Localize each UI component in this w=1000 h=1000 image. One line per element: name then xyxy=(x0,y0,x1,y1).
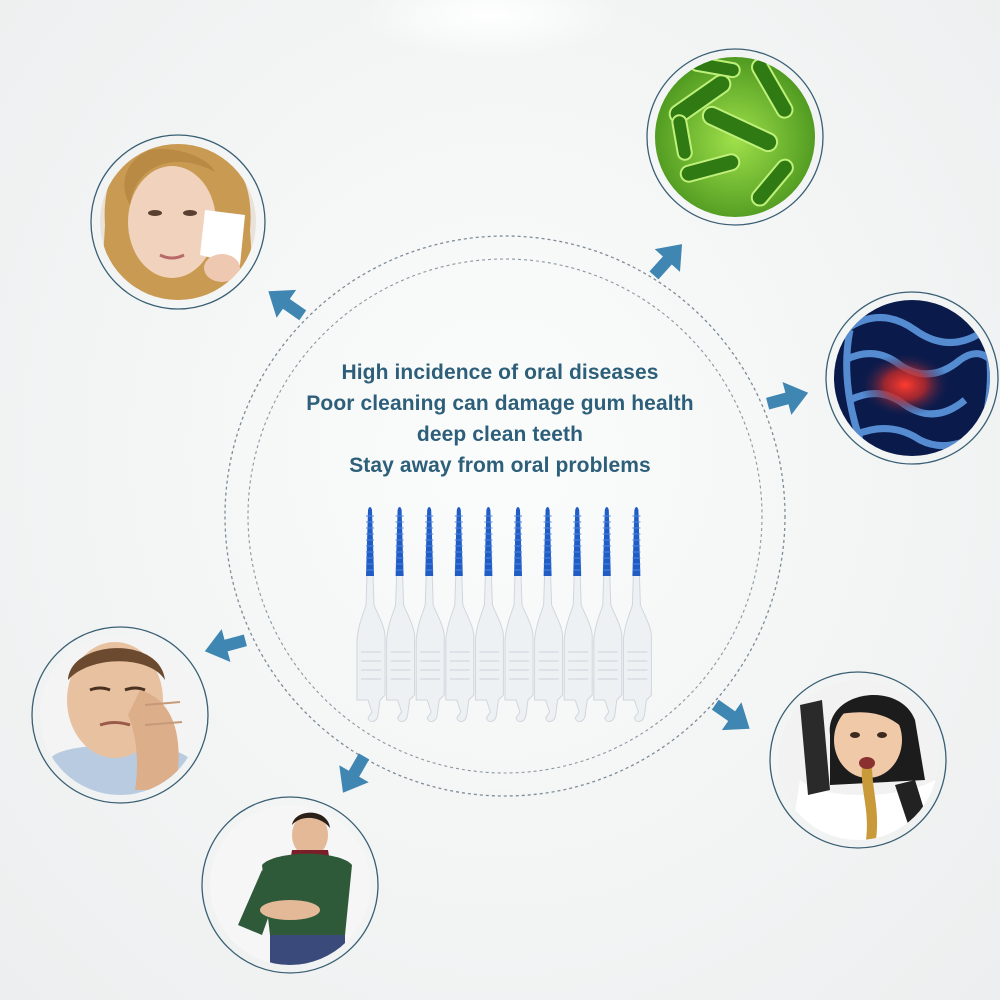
headline-line-4: Stay away from oral problems xyxy=(349,454,651,477)
headline-line-3: deep clean teeth xyxy=(416,423,584,446)
interdental-pick xyxy=(504,507,534,723)
center-ring xyxy=(224,235,786,797)
arrow-to-crying-woman xyxy=(268,289,307,321)
arrow-to-bacteria xyxy=(649,244,683,280)
bad-breath-woman-icon xyxy=(769,671,947,849)
arrow-to-intestine xyxy=(766,382,809,415)
interdental-pick xyxy=(563,507,593,723)
headline-line-1: High incidence of oral diseases xyxy=(341,361,659,384)
interdental-brush-group xyxy=(356,507,652,723)
arrow-to-bad-breath xyxy=(711,699,750,731)
interdental-pick xyxy=(386,507,416,723)
arrow-to-toothache xyxy=(204,629,247,662)
interdental-pick xyxy=(534,507,564,723)
interdental-pick xyxy=(593,507,623,723)
interdental-pick xyxy=(356,507,386,723)
crying-woman-icon xyxy=(90,134,266,310)
interdental-pick xyxy=(445,507,475,723)
arrows xyxy=(204,244,809,793)
toothache-man-icon xyxy=(31,626,209,804)
arrow-to-stomach-ache xyxy=(339,753,370,793)
interdental-pick xyxy=(415,507,445,723)
bacteria-icon xyxy=(646,48,824,226)
headline-line-2: Poor cleaning can damage gum health xyxy=(306,392,694,415)
top-glow xyxy=(360,0,620,60)
interdental-pick xyxy=(474,507,504,723)
interdental-pick xyxy=(622,507,652,723)
inflamed-intestine-icon xyxy=(825,291,999,465)
stomach-ache-man-icon xyxy=(201,796,379,974)
